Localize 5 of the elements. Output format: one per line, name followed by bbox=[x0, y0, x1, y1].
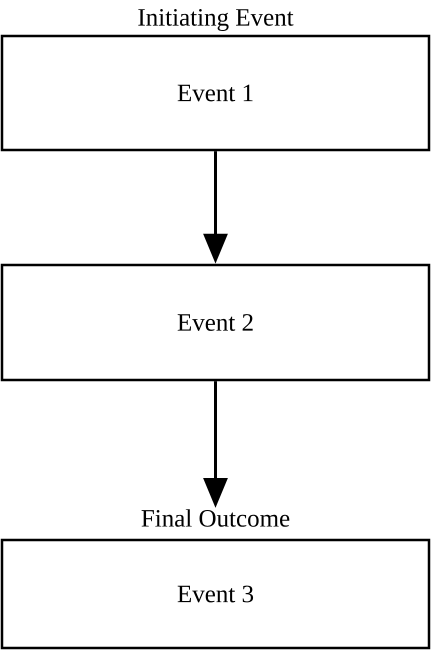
heading: Final Outcome bbox=[142, 509, 290, 527]
event-box: Event 3 bbox=[0, 538, 430, 650]
event-box: Event 1 bbox=[0, 34, 430, 152]
heading: Initiating Event bbox=[138, 9, 294, 31]
event-box: Event 2 bbox=[0, 264, 430, 382]
